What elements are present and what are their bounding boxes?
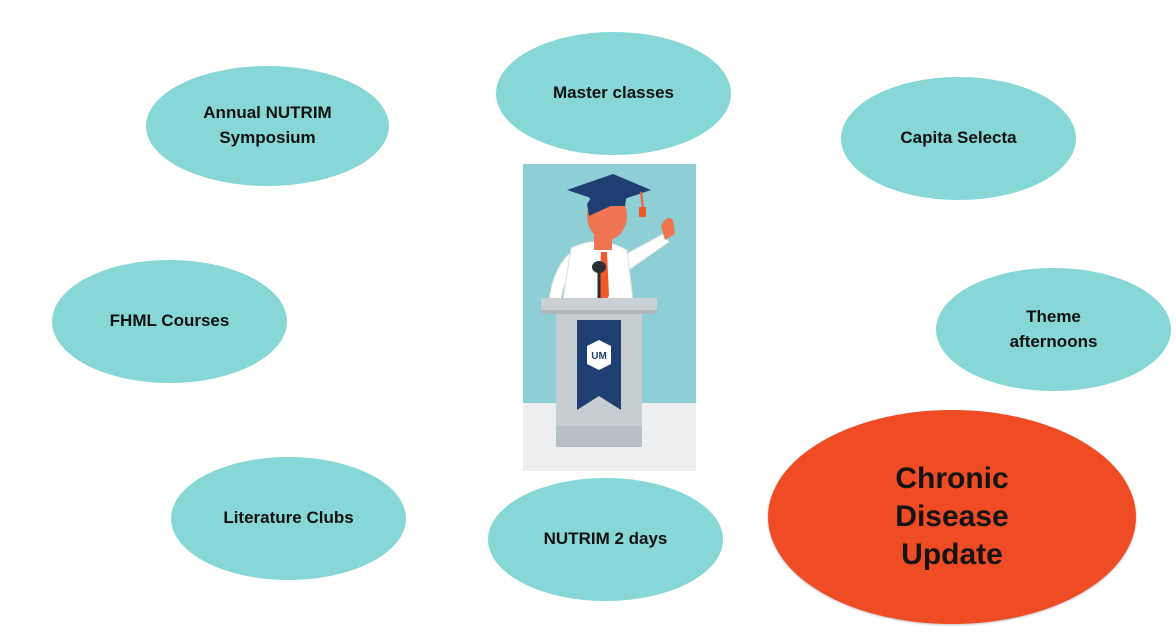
cap-tassel <box>639 207 646 217</box>
bubble-capita-selecta: Capita Selecta <box>841 77 1076 200</box>
bubble-label: Master classes <box>553 83 674 103</box>
bubble-nutrim-2-days: NUTRIM 2 days <box>488 478 723 601</box>
cap-tassel-cord <box>640 191 644 209</box>
bubble-label: FHML Courses <box>109 311 230 331</box>
bubble-annual-nutrim-symposium: Annual NUTRIM Symposium <box>146 66 389 186</box>
bubble-label: NUTRIM 2 days <box>543 529 668 549</box>
podium-base <box>556 426 642 447</box>
raised-hand <box>661 218 675 240</box>
featured-label: Chronic Disease Update <box>895 461 1009 572</box>
cap-base <box>589 194 627 206</box>
bubble-fhml-courses: FHML Courses <box>52 260 287 383</box>
um-logo-icon <box>587 340 611 370</box>
podium-top-edge <box>541 310 657 314</box>
bubble-theme-afternoons: Theme afternoons <box>936 268 1171 391</box>
bubble-label: Capita Selecta <box>900 128 1017 148</box>
bubble-label: Literature Clubs <box>223 508 354 528</box>
mortarboard-cap-icon <box>567 174 651 204</box>
bubble-label: Annual NUTRIM Symposium <box>203 103 332 147</box>
bubble-label: Theme afternoons <box>1009 306 1098 351</box>
microphone-icon <box>592 261 606 273</box>
bubble-chronic-disease-update: Chronic Disease Update <box>768 410 1136 624</box>
bubble-master-classes: Master classes <box>496 32 731 155</box>
speaker-at-podium-illustration: UM <box>523 164 696 471</box>
podium-logo: UM <box>591 351 607 362</box>
podium-top <box>541 298 657 312</box>
bubble-literature-clubs: Literature Clubs <box>171 457 406 580</box>
